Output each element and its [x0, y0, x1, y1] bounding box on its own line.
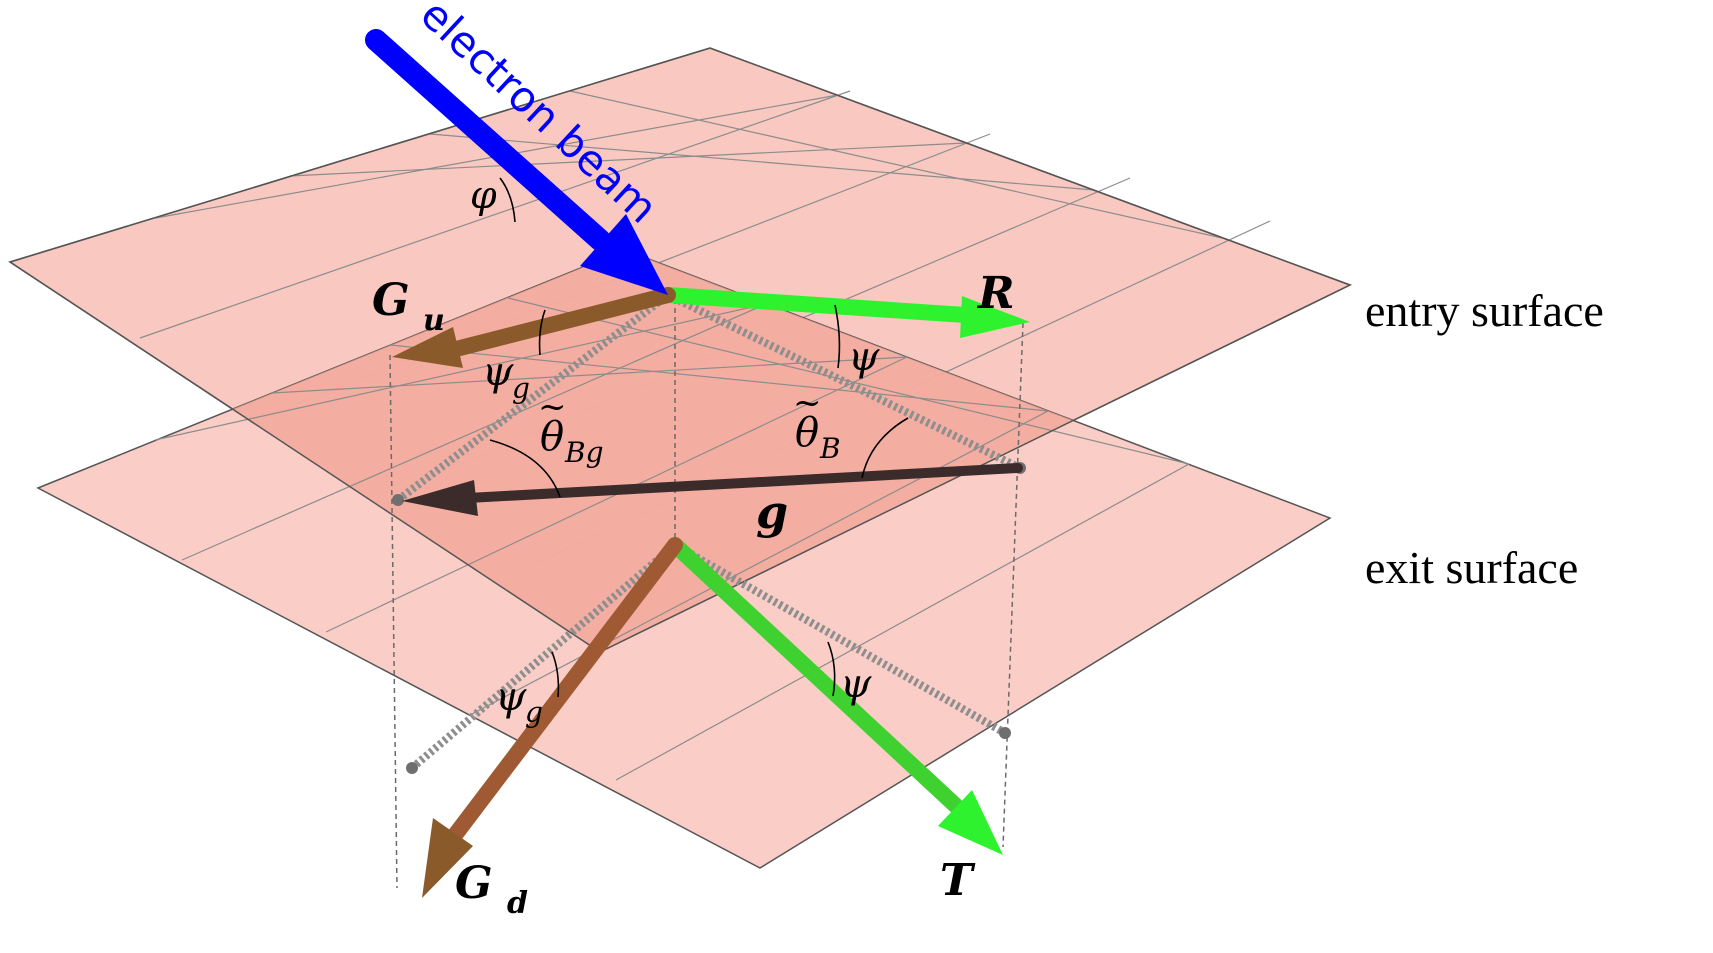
projection-guides [389, 290, 1024, 889]
svg-text:θ: θ [540, 414, 564, 460]
svg-text:ψ: ψ [848, 334, 880, 380]
diffracted-up-arrow [392, 287, 676, 368]
svg-text:ψ: ψ [495, 674, 527, 720]
exit-surface-label: exit surface [1365, 542, 1578, 593]
reflected-arrow [660, 287, 1030, 338]
svg-text:~: ~ [538, 387, 567, 427]
svg-text:~: ~ [793, 383, 822, 423]
svg-text:θ: θ [795, 410, 819, 456]
svg-text:R: R [976, 268, 1015, 319]
svg-text:g: g [756, 485, 788, 539]
label-phi: φ [470, 173, 497, 217]
overlap-region [38, 250, 1330, 652]
entry-surface-label: entry surface [1365, 285, 1604, 336]
angle-arcs [489, 177, 909, 698]
transmitted-arrow [667, 537, 1003, 855]
electron-beam-arrow [365, 29, 668, 295]
svg-text:ψ: ψ [840, 661, 872, 707]
svg-text:Bg: Bg [564, 436, 604, 469]
svg-text:G: G [372, 275, 410, 326]
svg-text:ψ: ψ [482, 349, 514, 395]
svg-text:g: g [512, 372, 530, 405]
svg-text:d: d [507, 886, 528, 921]
label-theta-b: ~ θ B [793, 383, 841, 465]
diffracted-down-arrow [422, 537, 683, 898]
svg-text:u: u [423, 303, 445, 338]
label-psi-exit: ψ [840, 661, 872, 707]
label-psi-g-entry: ψ g [482, 349, 530, 405]
label-theta-bg: ~ θ Bg [538, 387, 604, 469]
label-psi-entry: ψ [848, 334, 880, 380]
dashed-projections [395, 291, 1022, 772]
label-g: g [756, 485, 788, 539]
label-psi-g-exit: ψ g [495, 674, 543, 729]
svg-text:G: G [455, 858, 493, 909]
label-t: T [940, 855, 976, 906]
svg-text:g: g [525, 696, 543, 729]
label-g-u: G u [372, 275, 445, 338]
label-g-d: G d [455, 858, 528, 921]
svg-text:T: T [940, 855, 976, 906]
svg-text:φ: φ [470, 173, 497, 217]
svg-text:B: B [819, 432, 841, 465]
g-vector-arrow [402, 463, 1023, 516]
label-r: R [976, 268, 1015, 319]
